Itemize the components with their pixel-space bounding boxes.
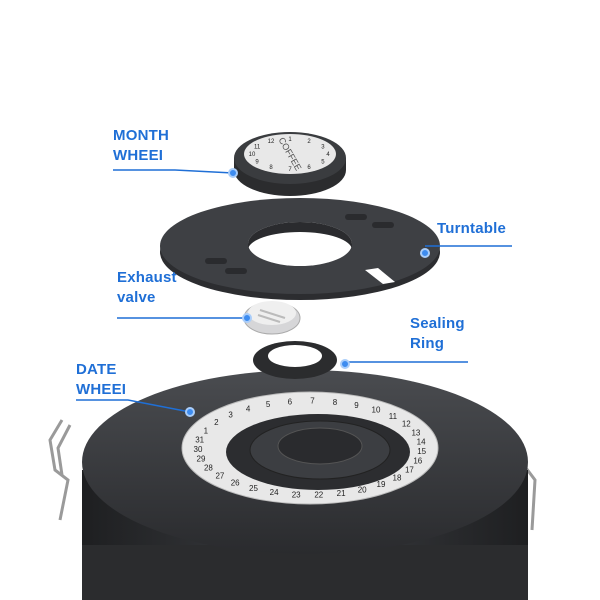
- label-turntable: Turntable: [437, 219, 506, 239]
- date-number: 28: [204, 463, 213, 472]
- month-number: 1: [288, 137, 292, 143]
- label-line: Exhaust: [117, 269, 177, 286]
- label-month-wheel: MONTH WHEEI: [113, 126, 169, 166]
- label-line: DATE: [76, 361, 117, 378]
- date-number: 7: [310, 397, 315, 406]
- date-number: 9: [354, 401, 359, 410]
- date-number: 12: [402, 420, 411, 429]
- month-number: 7: [288, 167, 292, 173]
- date-number: 10: [372, 406, 381, 415]
- date-number: 6: [288, 397, 293, 406]
- label-line: valve: [117, 289, 156, 306]
- date-number: 4: [246, 405, 251, 414]
- label-exhaust-valve: Exhaust valve: [117, 268, 177, 308]
- exhaust-valve: [243, 301, 301, 335]
- date-number: 2: [214, 418, 219, 427]
- leader-lines: [76, 169, 512, 413]
- date-number: 16: [413, 457, 422, 466]
- date-number: 25: [249, 484, 258, 493]
- label-line: Turntable: [437, 220, 507, 237]
- month-number: 4: [326, 152, 330, 158]
- date-number: 29: [197, 454, 206, 463]
- label-line: Ring: [410, 335, 445, 352]
- date-number: 19: [377, 480, 386, 489]
- date-number: 1: [204, 426, 209, 435]
- month-number: 3: [321, 145, 325, 151]
- date-number: 13: [411, 428, 420, 437]
- date-number: 5: [266, 400, 271, 409]
- month-number: 5: [321, 160, 325, 166]
- date-number: 27: [215, 472, 224, 481]
- date-number: 18: [393, 473, 402, 482]
- date-number: 14: [417, 438, 426, 447]
- date-number: 30: [194, 445, 203, 454]
- date-number: 24: [270, 488, 279, 497]
- date-number: 20: [358, 485, 367, 494]
- label-date-wheel: DATE WHEEI: [76, 360, 126, 400]
- month-number: 6: [307, 165, 311, 171]
- date-number: 21: [337, 489, 346, 498]
- sealing-ring: [253, 341, 337, 379]
- date-number: 17: [405, 465, 414, 474]
- date-number: 23: [292, 490, 301, 499]
- label-line: Sealing: [410, 315, 465, 332]
- label-sealing-ring: Sealing Ring: [410, 314, 465, 354]
- date-number: 15: [417, 447, 426, 456]
- month-number: 11: [254, 145, 261, 151]
- date-number: 22: [314, 491, 323, 500]
- date-number: 31: [195, 436, 204, 445]
- label-line: WHEEI: [76, 381, 127, 398]
- month-number: 10: [249, 152, 256, 158]
- leader-dots: [185, 168, 430, 417]
- turntable: [160, 198, 440, 300]
- date-number: 8: [333, 398, 338, 407]
- clip-wire-left: [48, 419, 72, 521]
- month-number: 9: [255, 160, 259, 166]
- date-number: 11: [389, 412, 398, 421]
- month-number: 8: [269, 165, 273, 171]
- month-number: 12: [268, 139, 275, 145]
- date-number: 3: [228, 411, 233, 420]
- date-number: 26: [231, 479, 240, 488]
- label-line: MONTH: [113, 127, 169, 144]
- label-line: WHEEI: [113, 147, 164, 164]
- month-number: 2: [307, 139, 311, 145]
